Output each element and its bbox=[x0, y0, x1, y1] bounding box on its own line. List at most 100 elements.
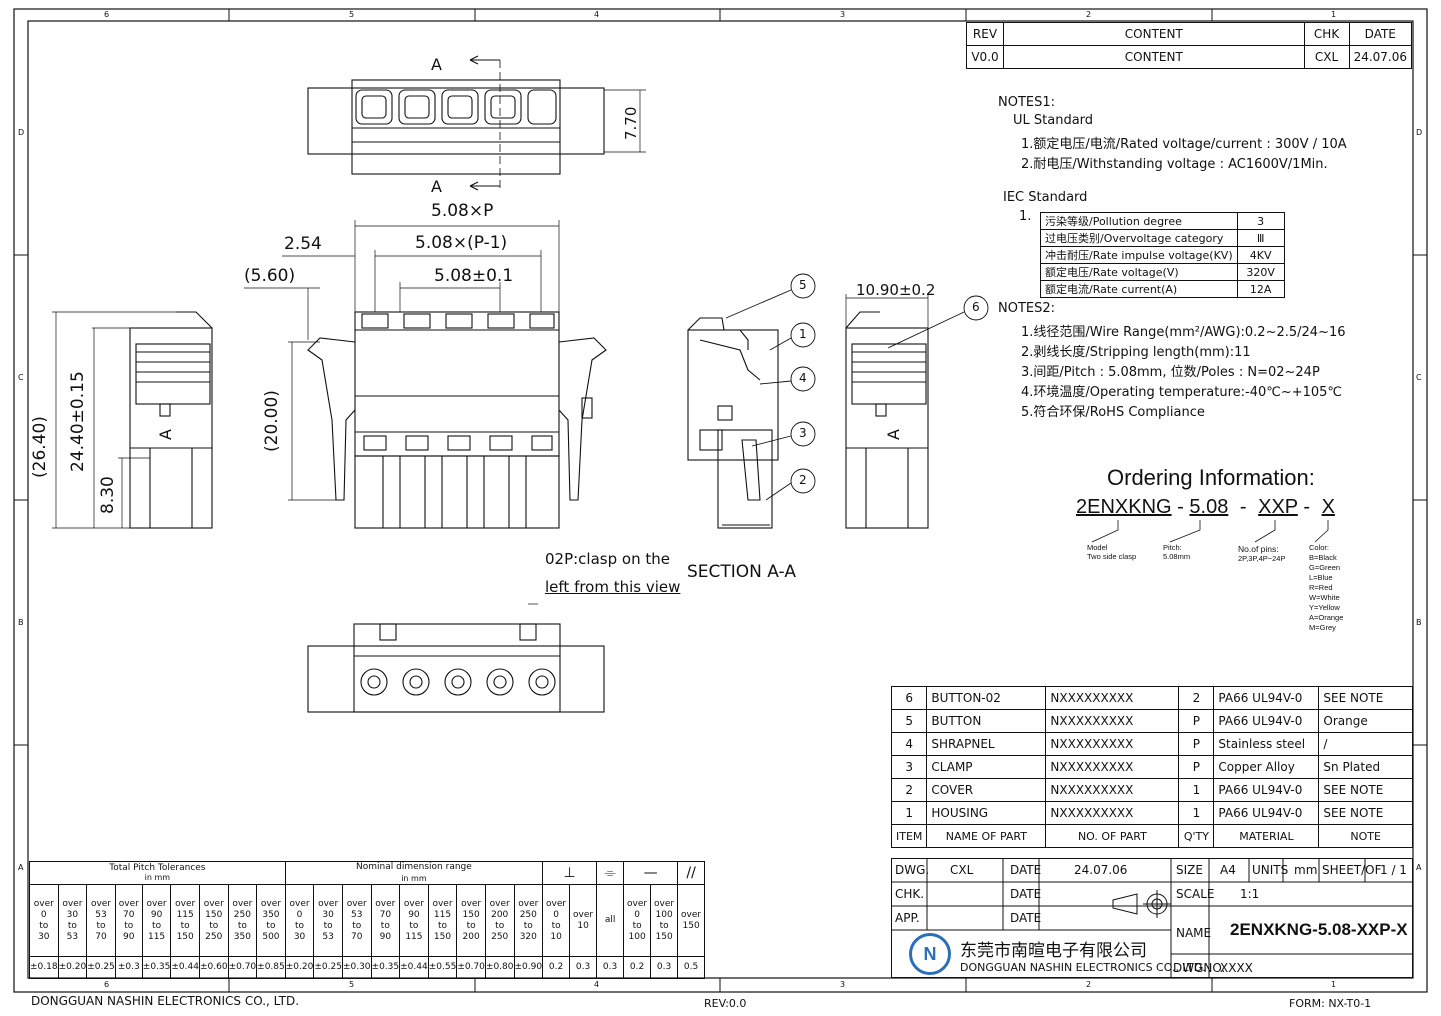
tolerance-value-cell: 0.5 bbox=[677, 956, 706, 979]
title-block-grid bbox=[891, 858, 1413, 978]
bom-no: NXXXXXXXXX bbox=[1045, 709, 1180, 733]
tolerance-range-text: 150 bbox=[205, 909, 223, 920]
tolerance-value-cell: ±0.70 bbox=[456, 956, 486, 979]
dim-offset: 2.54 bbox=[284, 234, 322, 254]
tolerance-range-text: over bbox=[546, 898, 567, 909]
tolerance-range-text: 115 bbox=[147, 931, 166, 942]
date-header: DATE bbox=[1348, 22, 1413, 46]
tolerance-range-text: over bbox=[403, 898, 424, 909]
footer-form: FORM: NX-T0-1 bbox=[1289, 997, 1372, 1010]
zone-side-d-r: D bbox=[1416, 128, 1423, 137]
code-sep-2: - bbox=[1239, 496, 1247, 518]
tolerance-range-text: over bbox=[432, 898, 453, 909]
code-sep-1: - bbox=[1177, 496, 1184, 518]
name-label: NAME bbox=[1176, 926, 1212, 940]
tolerance-range-text: 53 bbox=[66, 931, 79, 942]
zone-bot-4: 3 bbox=[840, 980, 846, 989]
zone-top-2: 5 bbox=[349, 10, 355, 19]
tolerance-range-text: 30 bbox=[38, 931, 50, 942]
tolerance-range-text: to bbox=[67, 920, 77, 931]
iec-index: 1. bbox=[1019, 209, 1032, 224]
tolerance-range-text: 350 bbox=[233, 931, 251, 942]
tolerance-range-text: 250 bbox=[205, 931, 223, 942]
tolerance-range-text: 500 bbox=[262, 931, 280, 942]
tolerance-range-text: 10 bbox=[550, 931, 562, 942]
dwg-label: DWG. bbox=[895, 863, 930, 877]
tolerance-range-text: to bbox=[352, 920, 362, 931]
title-block bbox=[891, 858, 1413, 978]
zone-side-b-r: B bbox=[1416, 618, 1422, 627]
tolerance-range-text: over bbox=[654, 898, 675, 909]
bom-no: NXXXXXXXXX bbox=[1045, 801, 1180, 825]
units-label: UNITS bbox=[1252, 863, 1289, 877]
sheet-value: 1 / 1 bbox=[1380, 863, 1407, 877]
rev-cell: V0.0 bbox=[966, 45, 1004, 69]
tolerance-value-cell: ±0.80 bbox=[484, 956, 515, 979]
zone-top-6: 1 bbox=[1331, 10, 1337, 19]
bom-name: HOUSING bbox=[926, 801, 1047, 825]
tolerance-range-text: 53 bbox=[95, 909, 107, 920]
nominal-unit: in mm bbox=[401, 874, 427, 883]
right-side-view bbox=[845, 294, 929, 529]
zone-side-d: D bbox=[18, 128, 25, 137]
scale-value: 1:1 bbox=[1240, 887, 1260, 901]
legend-pitch-head: Pitch: bbox=[1163, 543, 1182, 552]
parallelism-icon: // bbox=[677, 861, 706, 885]
bottom-view bbox=[307, 603, 605, 713]
dim-side-height: 24.40±0.15 bbox=[68, 371, 88, 472]
balloon-3: 3 bbox=[799, 426, 807, 440]
tolerance-range-text: 70 bbox=[95, 931, 107, 942]
tolerance-value-cell: ±0.25 bbox=[86, 956, 116, 979]
bom-note: SEE NOTE bbox=[1318, 801, 1413, 825]
bom-name: CLAMP bbox=[926, 755, 1047, 779]
legend-color-m: M=Grey bbox=[1309, 623, 1336, 632]
legend-model-head: Model bbox=[1087, 543, 1108, 552]
tolerance-range-text: 115 bbox=[405, 931, 423, 942]
tolerance-range-text: to bbox=[96, 920, 106, 931]
balloon-4: 4 bbox=[799, 371, 807, 385]
tolerance-range-text: 30 bbox=[66, 909, 79, 920]
code-sep-3: - bbox=[1303, 496, 1311, 518]
dim-left-offset: (5.60) bbox=[244, 266, 296, 286]
tolerance-range-text: over bbox=[627, 898, 648, 909]
left-side-view bbox=[52, 311, 213, 529]
bom-material: PA66 UL94V-0 bbox=[1213, 778, 1320, 802]
zone-bot-2: 5 bbox=[349, 980, 355, 989]
bom-item: 1 bbox=[890, 801, 928, 825]
bom-no: NXXXXXXXXX bbox=[1045, 755, 1180, 779]
legend-color-l: L=Blue bbox=[1309, 573, 1333, 582]
balloon-6: 6 bbox=[972, 300, 980, 314]
legend-color-b: B=Black bbox=[1309, 553, 1337, 562]
tolerance-value-row: ±0.18±0.20±0.25±0.3±0.35±0.44±0.60±0.70±… bbox=[29, 956, 706, 979]
clasp-note-line-2: left from this view bbox=[545, 578, 681, 596]
tolerance-range-text: to bbox=[495, 920, 505, 931]
zone-bot-3: 4 bbox=[594, 980, 600, 989]
tolerance-value-cell: ±0.55 bbox=[427, 956, 458, 979]
dim-height-ref: (20.00) bbox=[262, 390, 282, 452]
bom-qty: P bbox=[1178, 755, 1215, 779]
symmetry-icon: ⌯ bbox=[596, 861, 625, 885]
date-cell: 24.07.06 bbox=[1348, 45, 1413, 69]
tolerance-range-text: 200 bbox=[491, 909, 509, 920]
tolerance-range-text: 0 bbox=[296, 909, 303, 920]
ordering-title: Ordering Information: bbox=[1107, 465, 1315, 490]
tolerance-range-text: 0 bbox=[40, 909, 47, 920]
tolerance-range-text: over bbox=[289, 898, 310, 909]
chk-date-label: DATE bbox=[1010, 887, 1042, 901]
tolerance-range-text: over bbox=[375, 898, 396, 909]
dwg-value: CXL bbox=[950, 863, 974, 877]
notes2-line-2: 2.剥线长度/Stripping length(mm):11 bbox=[1021, 345, 1251, 360]
legend-color-y: Y=Yellow bbox=[1309, 603, 1340, 612]
bom-material: Copper Alloy bbox=[1213, 755, 1320, 779]
dim-side-total: (26.40) bbox=[30, 416, 50, 478]
tolerance-range-text: 90 bbox=[150, 909, 163, 920]
legend-pins-line: 2P,3P,4P~24P bbox=[1238, 554, 1286, 563]
bom-name: SHRAPNEL bbox=[926, 732, 1047, 756]
bom-no: NXXXXXXXXX bbox=[1045, 686, 1180, 710]
